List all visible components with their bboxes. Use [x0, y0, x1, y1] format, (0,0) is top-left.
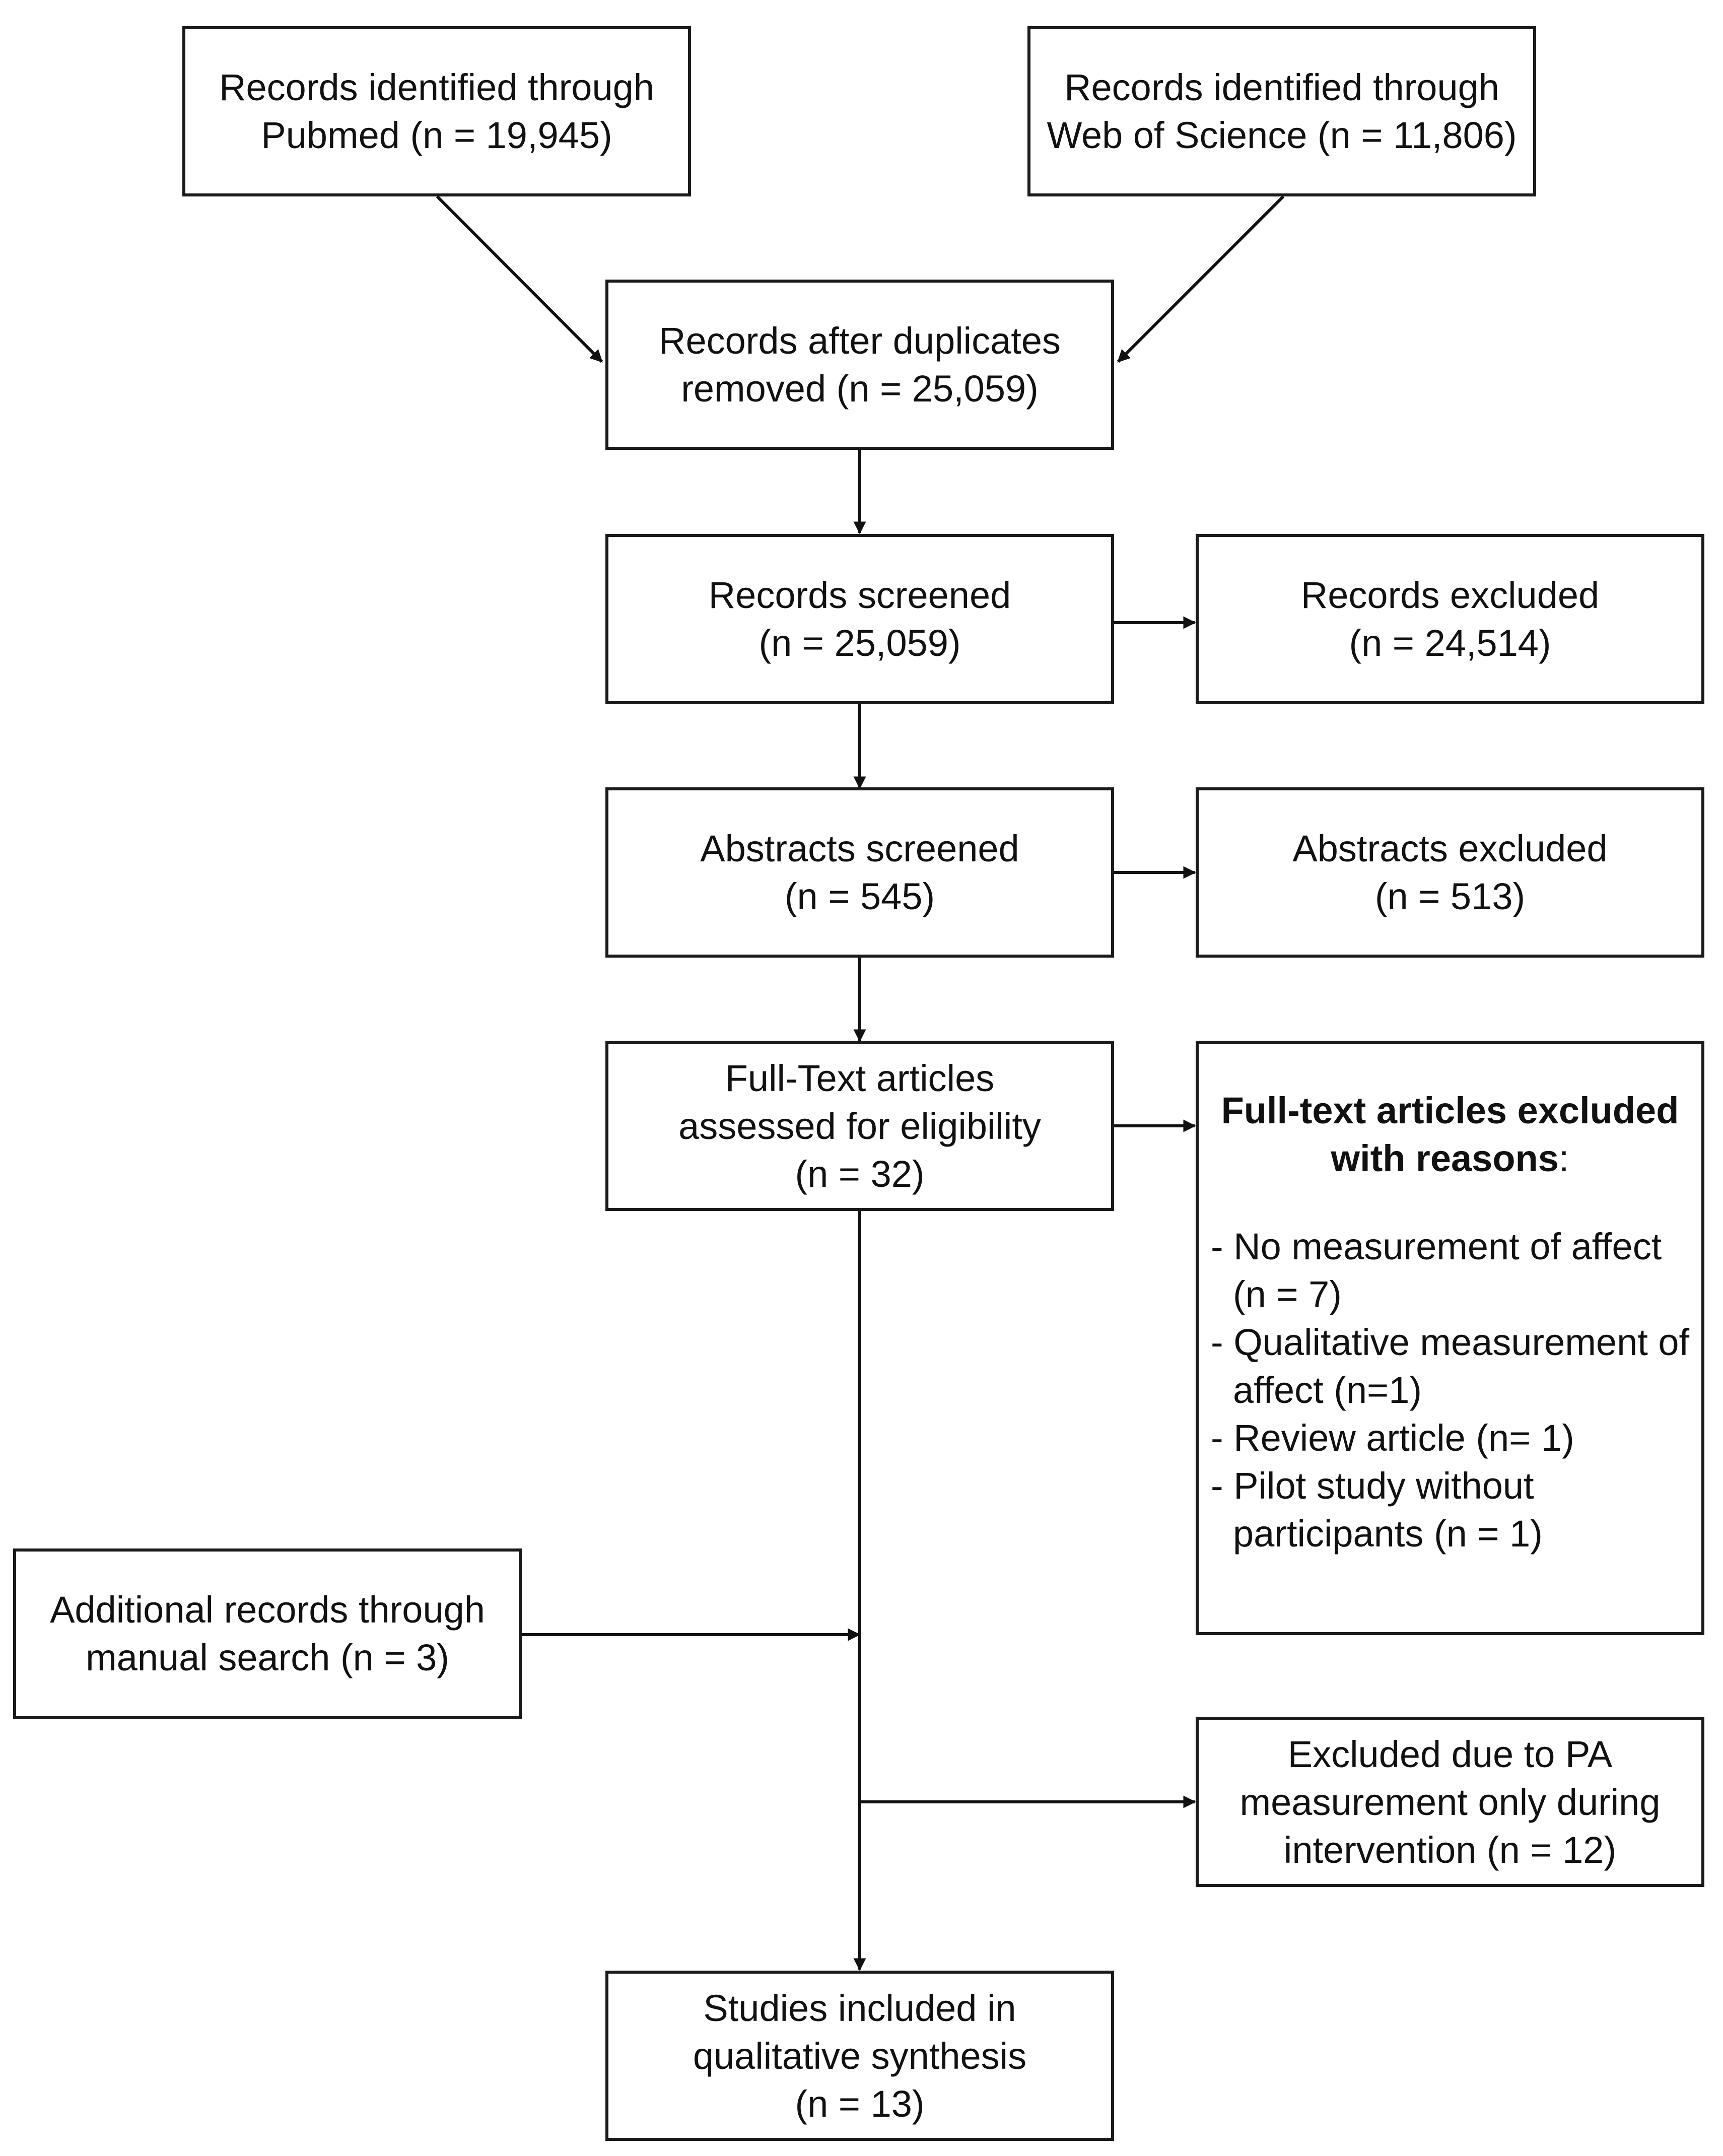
list-item: - No measurement of affect (n = 7): [1211, 1223, 1696, 1318]
reason-text: participants (n = 1): [1233, 1513, 1543, 1555]
duplicates-removed-box: Records after duplicates removed (n = 25…: [605, 280, 1114, 450]
box-text: intervention (n = 12): [1283, 1829, 1617, 1871]
fulltext-excluded-title: Full-text articles excluded with reasons…: [1204, 1087, 1696, 1182]
box-text: (n = 545): [784, 875, 935, 917]
fulltext-assessed-box: Full-Text articles assessed for eligibil…: [605, 1041, 1114, 1211]
box-text: (n = 25,059): [759, 622, 961, 664]
reason-text: - Pilot study without: [1211, 1465, 1534, 1507]
box-text: Full-Text articles: [725, 1057, 995, 1099]
box-text: measurement only during: [1239, 1781, 1661, 1823]
box-text: Excluded due to PA: [1287, 1733, 1613, 1775]
box-text: Records excluded: [1300, 574, 1600, 616]
exclusion-reasons-list: - No measurement of affect (n = 7) - Qua…: [1204, 1223, 1696, 1558]
box-text: (n = 24,514): [1349, 622, 1551, 664]
studies-included-box: Studies included in qualitative synthesi…: [605, 1971, 1114, 2141]
wos-records-box: Records identified through Web of Scienc…: [1027, 26, 1536, 196]
reason-text: - No measurement of affect: [1211, 1226, 1662, 1267]
list-item: - Qualitative measurement of affect (n=1…: [1211, 1318, 1696, 1414]
box-text: Additional records through: [50, 1589, 485, 1631]
box-text: Records identified through: [1064, 66, 1499, 108]
box-text: Web of Science (n = 11,806): [1047, 114, 1517, 156]
records-screened-box: Records screened (n = 25,059): [605, 534, 1114, 704]
abstracts-excluded-box: Abstracts excluded (n = 513): [1196, 787, 1704, 958]
fulltext-excluded-box: Full-text articles excluded with reasons…: [1196, 1041, 1704, 1635]
box-text: qualitative synthesis: [693, 2035, 1027, 2077]
box-text: Records screened: [708, 574, 1011, 616]
reason-text: - Review article (n= 1): [1211, 1417, 1574, 1459]
box-text: Abstracts excluded: [1292, 828, 1608, 869]
box-text: assessed for eligibility: [678, 1105, 1041, 1147]
manual-search-box: Additional records through manual search…: [13, 1548, 522, 1719]
pubmed-records-box: Records identified through Pubmed (n = 1…: [182, 26, 691, 196]
reason-text: - Qualitative measurement of: [1211, 1321, 1690, 1363]
box-text: Pubmed (n = 19,945): [261, 114, 612, 156]
box-text: (n = 513): [1374, 875, 1526, 917]
title-text: Full-text articles excluded: [1221, 1090, 1679, 1131]
arrow-pubmed-to-duplicates: [436, 195, 603, 363]
reason-text: (n = 7): [1233, 1273, 1342, 1315]
pa-excluded-box: Excluded due to PA measurement only duri…: [1196, 1717, 1704, 1887]
box-text: (n = 13): [795, 2082, 925, 2125]
box-text: Records after duplicates: [659, 320, 1061, 362]
abstracts-screened-box: Abstracts screened (n = 545): [605, 787, 1114, 958]
box-text: manual search (n = 3): [86, 1637, 449, 1678]
reason-text: affect (n=1): [1233, 1369, 1422, 1411]
box-text: (n = 32): [795, 1153, 925, 1195]
box-text: Records identified through: [219, 66, 654, 108]
list-item: - Review article (n= 1): [1211, 1414, 1696, 1462]
title-suffix: :: [1558, 1137, 1569, 1179]
title-text: with reasons: [1331, 1137, 1559, 1179]
box-text: Studies included in: [703, 1987, 1016, 2029]
list-item: - Pilot study without participants (n = …: [1211, 1462, 1696, 1558]
records-excluded-box: Records excluded (n = 24,514): [1196, 534, 1704, 704]
box-text: removed (n = 25,059): [681, 368, 1039, 410]
box-text: Abstracts screened: [700, 828, 1019, 869]
arrow-wos-to-duplicates: [1117, 195, 1285, 363]
